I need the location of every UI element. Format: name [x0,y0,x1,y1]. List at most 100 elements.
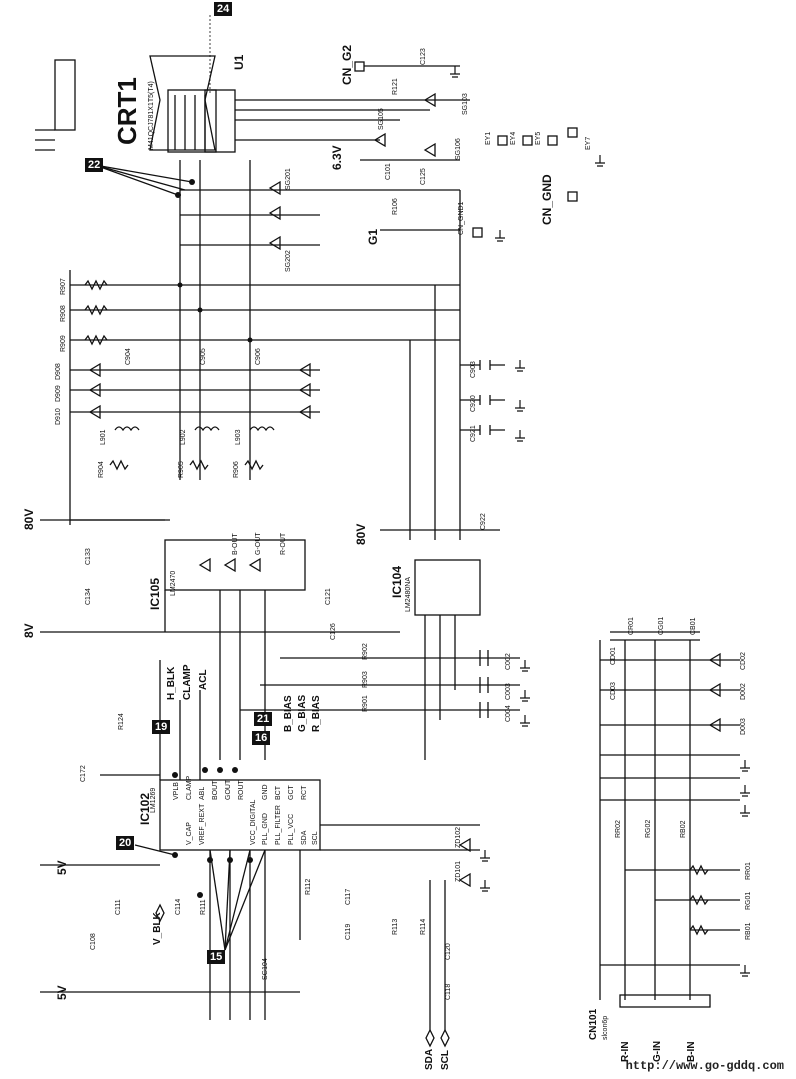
ref-cg01: CG01 [658,616,665,635]
ic104-ref: IC104 [390,565,404,598]
ic104-part: LM2480NA [405,576,412,612]
crt-label: CRT1 [112,77,142,145]
ref-r113: R113 [392,918,399,935]
ref-r121: R121 [392,78,399,95]
ref-rb02: RB02 [680,820,687,838]
ref-l901: L901 [100,429,107,445]
ref-d003: D003 [740,718,747,735]
ref-c117: C117 [345,888,352,905]
pin-pll-filter: PLL_FILTER [275,805,282,845]
ref-ey7: EY7 [585,136,592,150]
net-sda: SDA [424,1048,435,1070]
net-cn-gnd: CN_GND [540,174,554,225]
ic105-part: LM2470 [170,570,177,596]
ref-sg202: SG202 [285,250,292,272]
ref-zd102: ZD102 [455,826,462,848]
ref-sg104: SG104 [262,958,269,980]
net-clamp: CLAMP [182,664,193,700]
ref-c123: C123 [420,48,427,65]
ref-cn-gnd1: CN_GND1 [458,201,465,235]
net-scl: SCL [440,1050,451,1070]
pin-r-out: R-OUT [280,532,287,555]
ref-d910: D910 [55,408,62,425]
pin-pll-vcc: PLL_VCC [288,813,295,845]
ref-cd03: CD03 [610,682,617,700]
pin-sda: SDA [301,830,308,845]
pin-gout: GOUT [225,779,232,800]
ref-c906: C906 [255,348,262,365]
ref-c119: C119 [345,923,352,940]
ref-r124: R124 [118,713,125,730]
deflection-connector [35,59,76,151]
ref-r904: R904 [98,461,105,478]
callout-15: 15 [207,950,226,964]
ic105-ref: IC105 [148,577,162,610]
pin-vcc-digital: VCC_DIGITAL [250,799,257,845]
ref-sg105: SG105 [378,108,385,130]
rail-80v-mid: 80V [354,523,368,545]
net-h-blk: H_BLK [166,666,177,700]
rail-5v-bottom: 5V [55,985,69,1000]
net-b-bias: B_BIAS [283,695,294,732]
pin-v-cap: V_CAP [186,822,193,845]
pin-abl: ABL [199,786,206,800]
connector-type: slcon6p [602,1015,609,1040]
ref-zd101: ZD101 [455,860,462,882]
ref-c004: C004 [505,705,512,722]
ref-c172: C172 [80,765,87,782]
callout-24: 24 [214,2,233,16]
ref-cd01: CD01 [610,647,617,665]
ref-r908: R908 [60,305,67,322]
ref-cd02: CD02 [740,652,747,670]
ic102-body [159,779,321,851]
ref-c003: C003 [505,683,512,700]
ref-sg106: SG106 [455,138,462,160]
net-g-bias: G_BIAS [297,694,308,732]
ref-r902: R902 [362,643,369,660]
net-cn-g2: CN_G2 [340,44,354,85]
pin-vref-rext: VREF_REXT [199,803,206,845]
ref-cb01: CB01 [690,617,697,635]
pin-g-out: G-OUT [255,532,262,555]
ref-c114: C114 [175,898,182,915]
rail-8v: 8V [22,623,36,638]
callout-21: 21 [254,712,273,726]
pin-rct: RCT [301,785,308,800]
ref-c134: C134 [85,588,92,605]
peaking-coils [109,426,275,471]
ref-ey4: EY4 [510,131,517,145]
ref-r906: R906 [233,461,240,478]
ref-c111: C111 [115,899,122,915]
rail-5v-top: 5V [55,860,69,875]
ref-c921: C921 [470,425,477,442]
ref-l902: L902 [180,429,187,445]
callout-22: 22 [85,158,104,172]
crt-socket-ref: U1 [232,54,246,70]
cn101-body [619,994,711,1008]
ref-d908: D908 [55,363,62,380]
pin-bct: BCT [275,786,282,800]
ref-rr02: RR02 [615,820,622,838]
source-url[interactable]: http://www.go-gddq.com [625,1059,784,1073]
ref-r907: R907 [60,278,67,295]
ref-d002: D002 [740,683,747,700]
pin-vplb: VPLB [173,782,180,800]
ref-c904: C904 [125,348,132,365]
ref-c118: C118 [445,983,452,1000]
ref-r903: R903 [362,671,369,688]
pin-bout: BOUT [212,780,219,800]
ref-ey1: EY1 [485,131,492,145]
connector-ref: CN101 [588,1008,599,1040]
rail-6-3v: 6.3V [330,145,344,170]
ref-c905: C905 [200,348,207,365]
ref-r106: R106 [392,198,399,215]
ic104-body [414,559,481,616]
ref-c903: C903 [470,361,477,378]
ref-c920: C920 [470,395,477,412]
ref-r114: R114 [420,918,427,935]
ref-rr01: RR01 [745,862,752,880]
pin-rout: ROUT [238,780,245,800]
crt-socket [149,55,470,153]
callout-20: 20 [116,836,135,850]
net-v-blk: V_BLK [152,912,163,945]
